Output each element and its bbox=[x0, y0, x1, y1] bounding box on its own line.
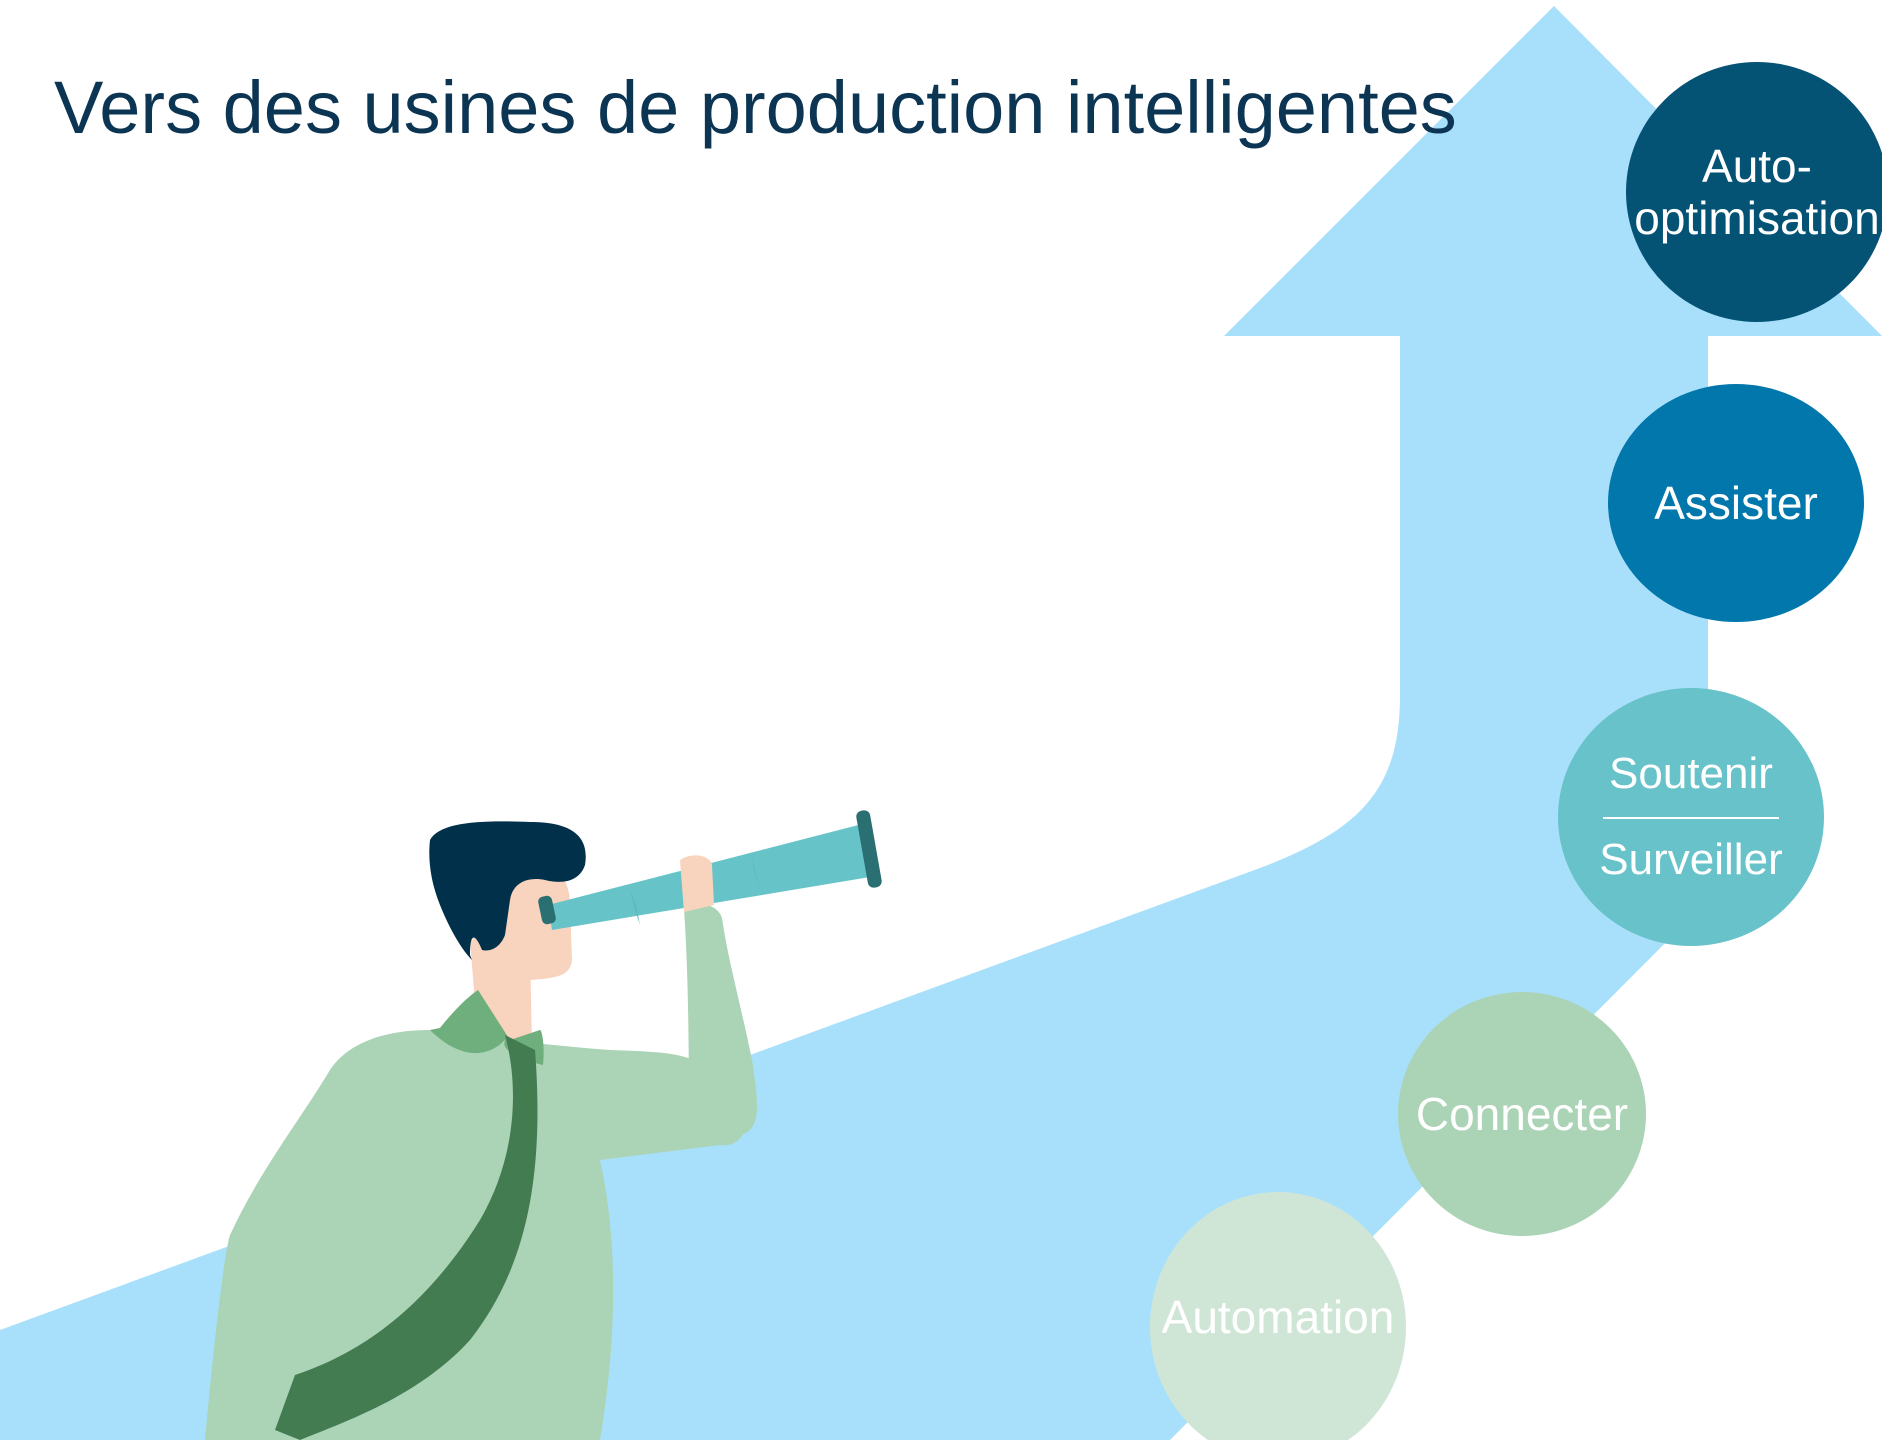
stage-connecter: Connecter bbox=[1398, 992, 1646, 1236]
man-with-telescope-illustration bbox=[205, 810, 882, 1440]
stage-label: Assister bbox=[1654, 477, 1818, 529]
stage-automation: Automation bbox=[1150, 1192, 1406, 1440]
stage-label-top: Soutenir bbox=[1609, 749, 1773, 798]
man-raised-arm bbox=[684, 904, 757, 1140]
man-tie bbox=[275, 1035, 538, 1440]
stage-assister: Assister bbox=[1608, 384, 1864, 622]
stage-label: Connecter bbox=[1415, 1088, 1629, 1140]
stage-auto-optimisation: Auto- optimisation bbox=[1626, 62, 1882, 322]
stage-label-line-1: Auto- bbox=[1702, 140, 1812, 192]
man-hand bbox=[680, 855, 714, 912]
stage-label-line-2: optimisation bbox=[1634, 192, 1880, 244]
page-title: Vers des usines de production intelligen… bbox=[54, 66, 1457, 149]
stage-divider bbox=[1603, 817, 1779, 819]
stage-soutenir-surveiller: Soutenir Surveiller bbox=[1558, 688, 1824, 946]
stage-label: Automation bbox=[1161, 1291, 1395, 1343]
stage-label-bottom: Surveiller bbox=[1599, 835, 1783, 884]
man-hair bbox=[429, 821, 586, 960]
